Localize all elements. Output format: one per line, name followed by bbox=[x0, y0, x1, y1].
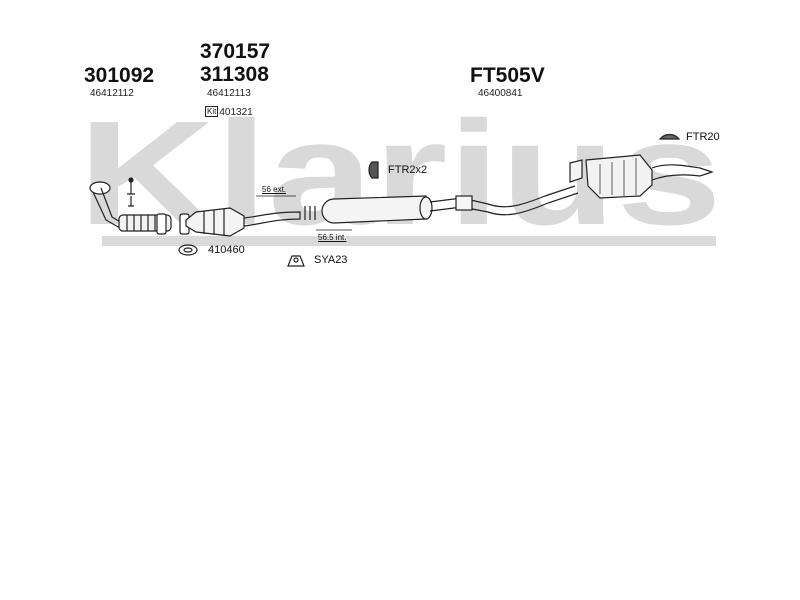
accessory-gasket-410460: 410460 bbox=[208, 244, 245, 256]
kit-number-value: 401321 bbox=[219, 107, 253, 118]
rear-silencer-ft505v bbox=[569, 154, 714, 199]
dimension-ext: 56 ext. bbox=[262, 185, 287, 194]
accessory-ftr2x2: FTR2x2 bbox=[388, 164, 428, 176]
joint-marks bbox=[256, 195, 352, 231]
kit-label: Kit bbox=[205, 106, 219, 117]
part-number-ft505v: FT505V bbox=[470, 64, 545, 87]
pipe-clamp-icon bbox=[156, 213, 190, 235]
rear-pipe bbox=[429, 185, 579, 216]
oem-number: 46412113 bbox=[207, 88, 251, 99]
oem-number: 46400841 bbox=[478, 88, 523, 99]
dimension-int: 56.5 int. bbox=[318, 233, 347, 242]
bolt-icon bbox=[127, 177, 135, 207]
rubber-hanger-icon bbox=[368, 161, 379, 179]
part-number-311308: 311308 bbox=[200, 63, 269, 86]
part-number-370157: 370157 bbox=[200, 40, 271, 63]
accessory-ftr20: FTR20 bbox=[686, 131, 720, 143]
center-silencer bbox=[321, 195, 433, 224]
accessory-sya23: SYA23 bbox=[314, 254, 348, 266]
rubber-hanger-icon bbox=[658, 133, 681, 140]
oem-number: 46412112 bbox=[90, 88, 134, 99]
bracket-icon bbox=[287, 255, 305, 267]
intermediate-pipe bbox=[243, 211, 301, 227]
part-number-301092: 301092 bbox=[84, 64, 155, 87]
catalytic-converter-311308 bbox=[185, 207, 245, 237]
gasket-ring-icon bbox=[178, 244, 198, 256]
watermark-underline bbox=[102, 236, 716, 246]
front-pipe bbox=[89, 181, 123, 229]
